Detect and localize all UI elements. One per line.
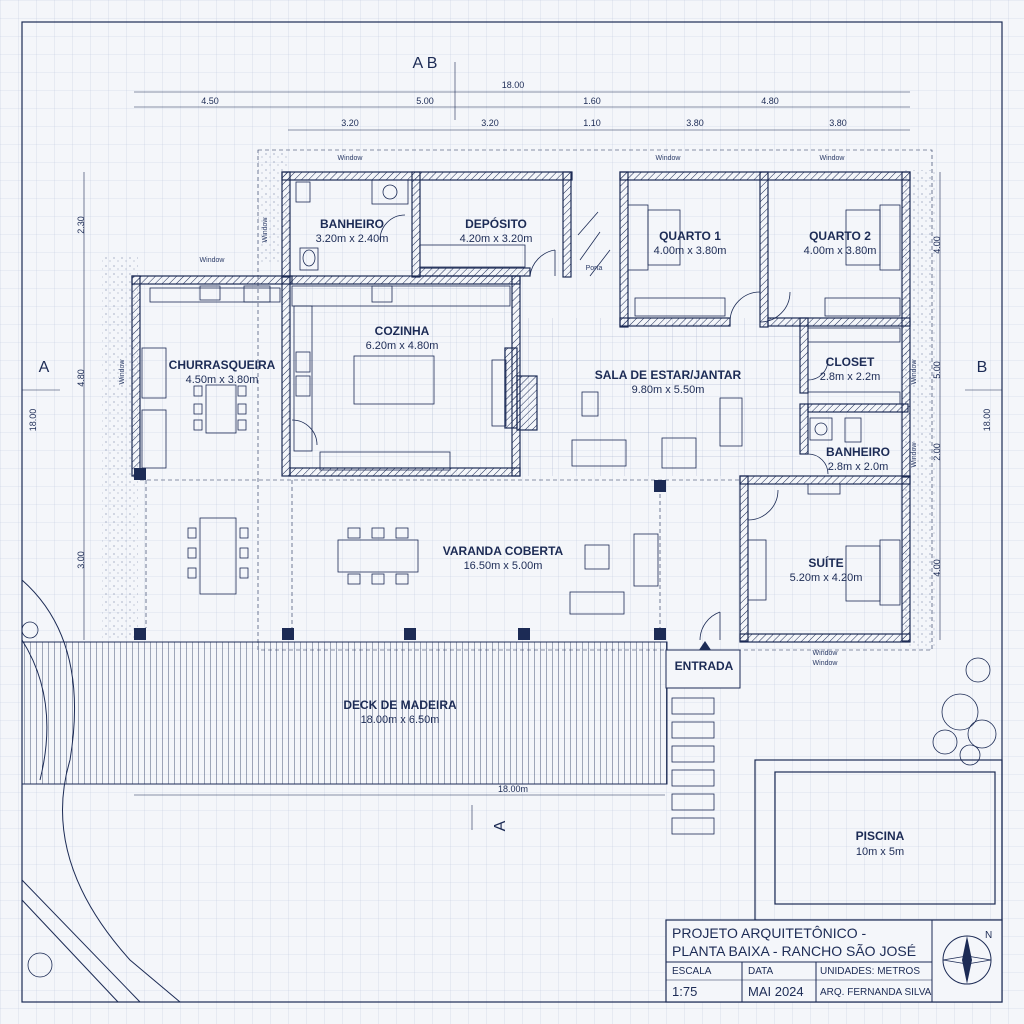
dim-top-1: 4.50 [201, 96, 219, 106]
north-label: N [985, 930, 992, 941]
room-labels: BANHEIRO 3.20m x 2.40m DEPÓSITO 4.20m x … [169, 216, 905, 858]
room-deck-dim: 18.00m x 6.50m [361, 714, 440, 726]
svg-text:Window: Window [813, 660, 839, 667]
svg-text:Window: Window [813, 650, 839, 657]
walls [131, 171, 911, 643]
entrance-path [671, 697, 715, 835]
room-sala-dim: 9.80m x 5.50m [632, 384, 705, 396]
room-cozinha-name: COZINHA [375, 324, 430, 338]
svg-text:Window: Window [262, 217, 269, 243]
room-piscina-dim: 10m x 5m [856, 846, 904, 858]
section-a-bottom: A [492, 820, 509, 831]
room-cozinha-dim: 6.20m x 4.80m [366, 340, 439, 352]
dim-left-total: 18.00 [28, 409, 38, 432]
sala-floor [515, 318, 800, 476]
dim-left-2: 4.80 [76, 369, 86, 387]
svg-text:Window: Window [200, 257, 226, 264]
dim-top2-2: 3.20 [481, 118, 499, 128]
dim-top-2: 5.00 [416, 96, 434, 106]
room-varanda-dim: 16.50m x 5.00m [464, 560, 543, 572]
dim-top2-3: 1.10 [583, 118, 601, 128]
dim-left-3: 3.00 [76, 551, 86, 569]
dim-left-1: 2.30 [76, 216, 86, 234]
room-piscina-name: PISCINA [856, 829, 905, 843]
scale-label: ESCALA [672, 966, 712, 977]
room-banheiro1-name: BANHEIRO [320, 217, 384, 231]
dimension-lines [22, 62, 1002, 830]
room-quarto2-dim: 4.00m x 3.80m [804, 245, 877, 257]
room-banheiro2-dim: 2.8m x 2.0m [828, 461, 889, 473]
north-arrow-icon: N [942, 930, 992, 985]
room-varanda-name: VARANDA COBERTA [443, 544, 564, 558]
date-value: MAI 2024 [748, 984, 804, 999]
room-suite-name: SUÍTE [808, 555, 843, 570]
room-quarto2-name: QUARTO 2 [809, 229, 871, 243]
room-churrasqueira-name: CHURRASQUEIRA [169, 358, 276, 372]
scale-value: 1:75 [672, 984, 697, 999]
svg-text:Window: Window [820, 155, 846, 162]
veranda-dashed [140, 479, 740, 628]
window-labels: Window Window Window Window Window Windo… [119, 155, 918, 667]
room-closet-name: CLOSET [826, 355, 875, 369]
svg-text:Window: Window [338, 155, 364, 162]
svg-text:Window: Window [911, 442, 918, 468]
door-swings [291, 211, 829, 641]
architect-name: ARQ. FERNANDA SILVA [820, 987, 932, 998]
room-sala-name: SALA DE ESTAR/JANTAR [595, 368, 742, 382]
dim-total-top: 18.00 [502, 80, 525, 90]
room-quarto1-dim: 4.00m x 3.80m [654, 245, 727, 257]
dim-top-3: 1.60 [583, 96, 601, 106]
svg-text:Window: Window [656, 155, 682, 162]
units-label: UNIDADES: METROS [820, 966, 920, 977]
title-block: PROJETO ARQUITETÔNICO - PLANTA BAIXA - R… [665, 919, 1003, 1003]
room-deck-name: DECK DE MADEIRA [343, 698, 457, 712]
room-banheiro1-dim: 3.20m x 2.40m [316, 233, 389, 245]
svg-text:Window: Window [119, 359, 126, 385]
dim-right-2: 5.00 [932, 361, 942, 379]
room-closet-dim: 2.8m x 2.2m [820, 371, 881, 383]
dim-right-1: 4.00 [932, 236, 942, 254]
date-label: DATA [748, 966, 774, 977]
dim-bottom: 18.00m [498, 784, 528, 794]
dimension-labels: 18.00 4.50 5.00 1.60 4.80 3.20 3.20 1.10… [28, 80, 992, 794]
drawing-border [21, 21, 1003, 1003]
room-entrada-name: ENTRADA [675, 659, 734, 673]
deck-floor [21, 641, 668, 785]
section-a-left: A [39, 359, 50, 376]
room-quarto1-name: QUARTO 1 [659, 229, 721, 243]
dim-right-total: 18.00 [982, 409, 992, 432]
furniture [141, 179, 901, 615]
veranda-columns [134, 468, 666, 640]
cozinha-floor [292, 285, 512, 475]
room-deposito-name: DEPÓSITO [465, 216, 527, 231]
dim-top2-5: 3.80 [829, 118, 847, 128]
door-label: Porta [586, 265, 603, 272]
room-banheiro2-name: BANHEIRO [826, 445, 890, 459]
section-ab: A B [413, 55, 438, 72]
room-suite-dim: 5.20m x 4.20m [790, 572, 863, 584]
dim-right-3: 2.00 [932, 443, 942, 461]
title-line2: PLANTA BAIXA - RANCHO SÃO JOSÉ [672, 943, 916, 959]
dim-top2-4: 3.80 [686, 118, 704, 128]
entrance-label-box: ENTRADA [665, 641, 741, 689]
dim-right-4: 4.00 [932, 559, 942, 577]
section-b-right: B [977, 359, 988, 376]
room-churrasqueira-dim: 4.50m x 3.80m [186, 374, 259, 386]
dim-top-4: 4.80 [761, 96, 779, 106]
room-deposito-dim: 4.20m x 3.20m [460, 233, 533, 245]
svg-text:Window: Window [911, 359, 918, 385]
dim-top2-1: 3.20 [341, 118, 359, 128]
title-line1: PROJETO ARQUITETÔNICO - [672, 925, 867, 941]
section-marks: A B A B A [39, 55, 988, 831]
